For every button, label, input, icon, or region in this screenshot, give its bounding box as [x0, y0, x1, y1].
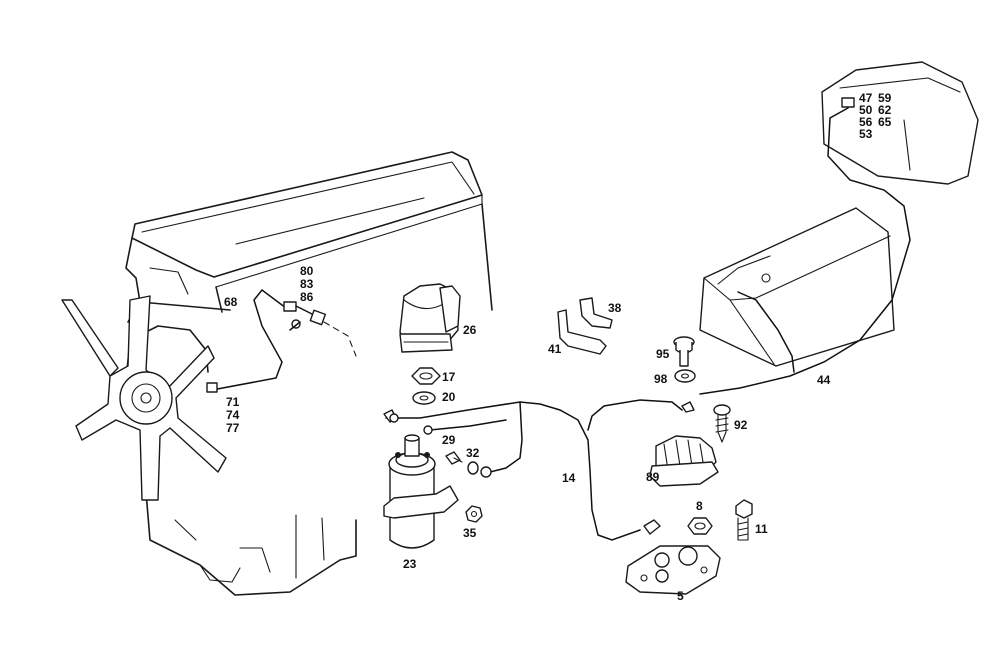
label-86: 86	[300, 290, 314, 304]
part-number-labels: 80 83 86 68 71 74 77 26 17 20 29 32 35 2…	[224, 91, 892, 603]
sensor-wire	[206, 288, 357, 393]
label-29: 29	[442, 433, 456, 447]
nut-35	[465, 505, 483, 523]
label-68: 68	[224, 295, 238, 309]
bolt-11	[735, 499, 753, 541]
ignition-coil-23	[383, 434, 459, 549]
relay-box-cover	[821, 61, 979, 185]
label-38: 38	[608, 301, 622, 315]
label-59: 59	[878, 91, 892, 105]
label-56: 56	[859, 115, 873, 129]
label-11: 11	[755, 522, 768, 536]
label-50: 50	[859, 103, 873, 117]
label-80: 80	[300, 264, 314, 278]
label-35: 35	[463, 526, 477, 540]
label-65: 65	[878, 115, 892, 129]
label-77: 77	[226, 421, 240, 435]
label-98: 98	[654, 372, 668, 386]
label-44: 44	[817, 373, 831, 387]
connector-71	[206, 382, 218, 393]
distributor-cap-26	[399, 283, 461, 353]
bracket-38-41	[557, 297, 613, 355]
label-74: 74	[226, 408, 240, 422]
connector-86	[309, 309, 327, 326]
label-26: 26	[463, 323, 477, 337]
label-62: 62	[878, 103, 892, 117]
voltage-regulator-89	[649, 435, 719, 487]
screw-95	[673, 336, 695, 367]
label-47: 47	[859, 91, 873, 105]
label-32: 32	[466, 446, 480, 460]
label-20: 20	[442, 390, 456, 404]
label-23: 23	[403, 557, 417, 571]
nut-17	[411, 367, 441, 385]
ring-terminal-coil	[480, 466, 492, 478]
washer-98	[674, 369, 696, 383]
label-5: 5	[677, 589, 684, 603]
washer-20	[412, 391, 436, 405]
washer-32	[467, 461, 479, 475]
screw-29	[445, 451, 463, 465]
ring-terminal-regulator	[681, 401, 695, 413]
connector-80	[283, 301, 297, 312]
screw-92	[713, 404, 731, 443]
terminal-block-5	[625, 545, 721, 595]
engine-block	[125, 151, 493, 596]
label-17: 17	[442, 370, 456, 384]
label-8: 8	[696, 499, 703, 513]
battery-tray	[699, 207, 895, 367]
battery-cable-44	[699, 107, 911, 395]
label-14: 14	[562, 471, 576, 485]
nut-8	[687, 517, 713, 535]
label-41: 41	[548, 342, 562, 356]
label-92: 92	[734, 418, 748, 432]
cooling-fan	[61, 295, 227, 501]
wiring-harness-14	[383, 399, 695, 541]
label-71: 71	[226, 395, 240, 409]
label-83: 83	[300, 277, 314, 291]
label-53: 53	[859, 127, 873, 141]
label-89: 89	[646, 470, 660, 484]
label-95: 95	[656, 347, 670, 361]
